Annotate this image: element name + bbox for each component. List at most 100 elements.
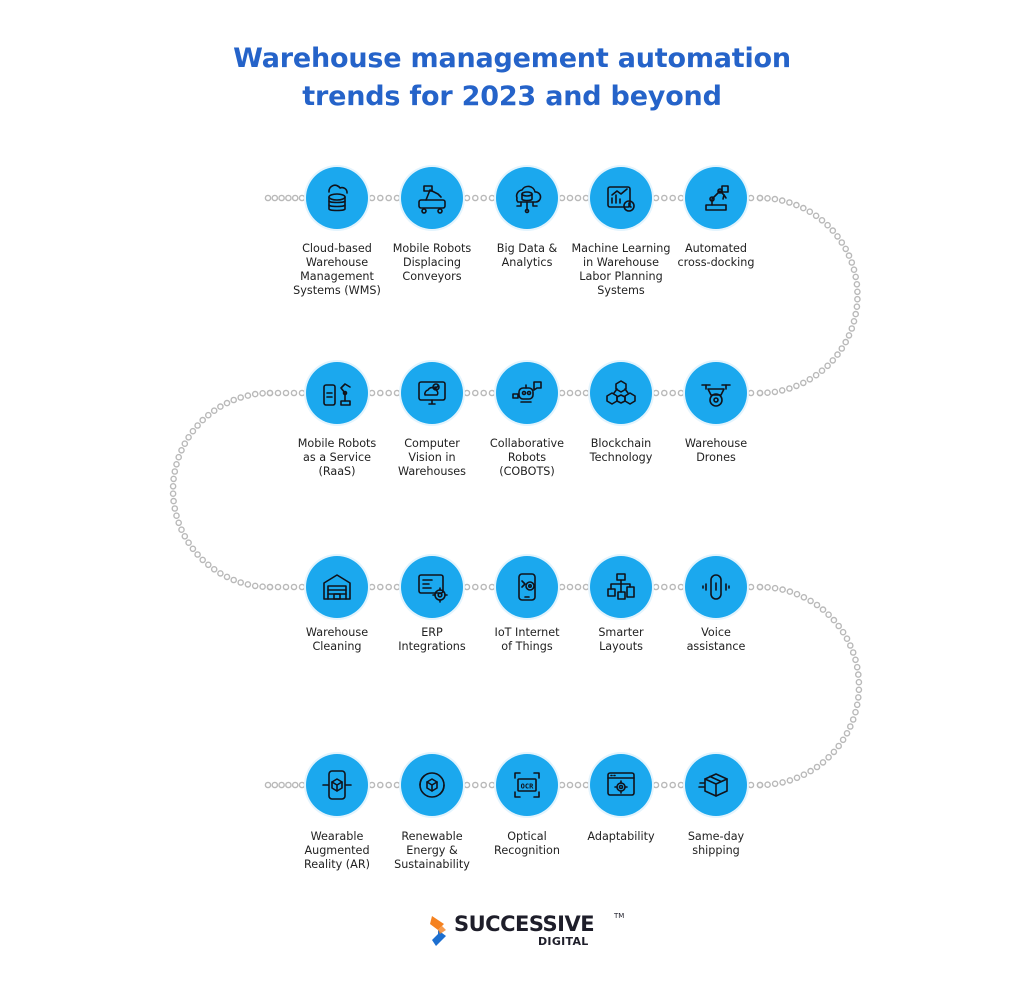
trend-label-line: Big Data & [496,242,558,255]
trend-label-line: Systems (WMS) [293,284,381,297]
trend-label-line: Warehouse [684,437,748,450]
trend-label-line: shipping [692,844,740,857]
trend-node: OCR [496,754,558,816]
trend-label-line: Management [300,270,374,283]
trend-node [685,362,747,424]
delivery-box-icon [698,773,728,797]
logo-chevron-icon [430,916,446,946]
smarter-layout-icon [607,573,635,600]
trend-node [306,362,368,424]
machine-learning-chart-icon [607,186,635,212]
trend-label-line: ERP [421,626,443,639]
erp-gear-icon [418,574,448,603]
trend-node [590,362,652,424]
title-line-1: Warehouse management automation [233,43,791,74]
trend-node [496,556,558,618]
trend-label-line: Optical [507,830,547,843]
trend-label-line: Collaborative [489,437,565,450]
trend-label-line: Wearable [310,830,364,843]
trend-node [685,167,747,229]
trend-label-line: Cloud-based [302,242,372,255]
trend-node [590,167,652,229]
trend-label-line: Augmented [304,844,370,857]
trend-node [401,754,463,816]
trend-label-line: Systems [597,284,645,297]
trend-label-line: Computer [404,437,460,450]
trend-node [685,754,747,816]
trend-label-line: Renewable [401,830,463,843]
trend-label: Adaptability [565,830,677,844]
logo-tm: TM [614,912,625,920]
trend-label-line: Sustainability [394,858,470,871]
trend-label-line: Adaptability [587,830,655,843]
mobile-robot-conveyor-icon [418,185,446,214]
trend-label-line: (RaaS) [318,465,356,478]
trend-label-line: IoT Internet [494,626,560,639]
logo-word: SUCCESSIVE [454,912,595,936]
robot-arm-phone-icon [323,383,351,406]
trend-label-line: Mobile Robots [297,437,377,450]
trend-label-line: cross-docking [677,256,755,269]
trend-label-line: Drones [696,451,736,464]
trend-node [590,754,652,816]
trend-label-line: Warehouse [305,626,369,639]
renewable-energy-icon [419,772,445,798]
trend-node [306,754,368,816]
trend-label-line: Integrations [398,640,466,653]
logo-sub: DIGITAL [538,935,589,948]
trend-label-line: Analytics [501,256,553,269]
trend-node [401,556,463,618]
trend-label-line: Displacing [402,256,462,269]
trend-label-line: Blockchain [590,437,652,450]
iot-phone-icon [518,573,536,601]
trend-label-line: Layouts [599,640,643,653]
page-title: Warehouse management automation trends f… [0,40,1024,116]
trend-label-line: Mobile Robots [392,242,472,255]
trend-label-line: Warehouses [397,465,466,478]
svg-text:OCR: OCR [521,783,534,791]
trend-label-line: Machine Learning [571,242,671,255]
trend-label: Big Data &Analytics [471,242,583,270]
trend-node [590,556,652,618]
trend-label-line: assistance [686,640,746,653]
trend-label-line: Technology [589,451,653,464]
cloud-database-icon [328,184,348,212]
trend-node [306,167,368,229]
trend-label-line: (COBOTS) [499,465,555,478]
title-line-2: trends for 2023 and beyond [302,81,722,112]
trend-label-line: in Warehouse [583,256,659,269]
successive-digital-logo: SUCCESSIVE TM DIGITAL [428,912,628,952]
robotic-arm-icon [705,185,729,211]
trend-label-line: Conveyors [402,270,462,283]
trend-label-line: Warehouse [305,256,369,269]
trend-node [306,556,368,618]
trend-label-line: Recognition [494,844,560,857]
trend-label-line: Labor Planning [579,270,663,283]
trend-label-line: of Things [501,640,553,653]
drone-icon [701,384,731,407]
trend-node [401,362,463,424]
warehouse-cleaning-icon [323,574,351,600]
big-data-cloud-icon [515,185,542,214]
trend-label-line: Energy & [406,844,458,857]
trend-node [496,167,558,229]
trend-label-line: Same-day [687,830,745,843]
trend-label-line: Automated [684,242,748,255]
computer-vision-monitor-icon [418,381,446,405]
blockchain-cubes-icon [606,380,636,405]
